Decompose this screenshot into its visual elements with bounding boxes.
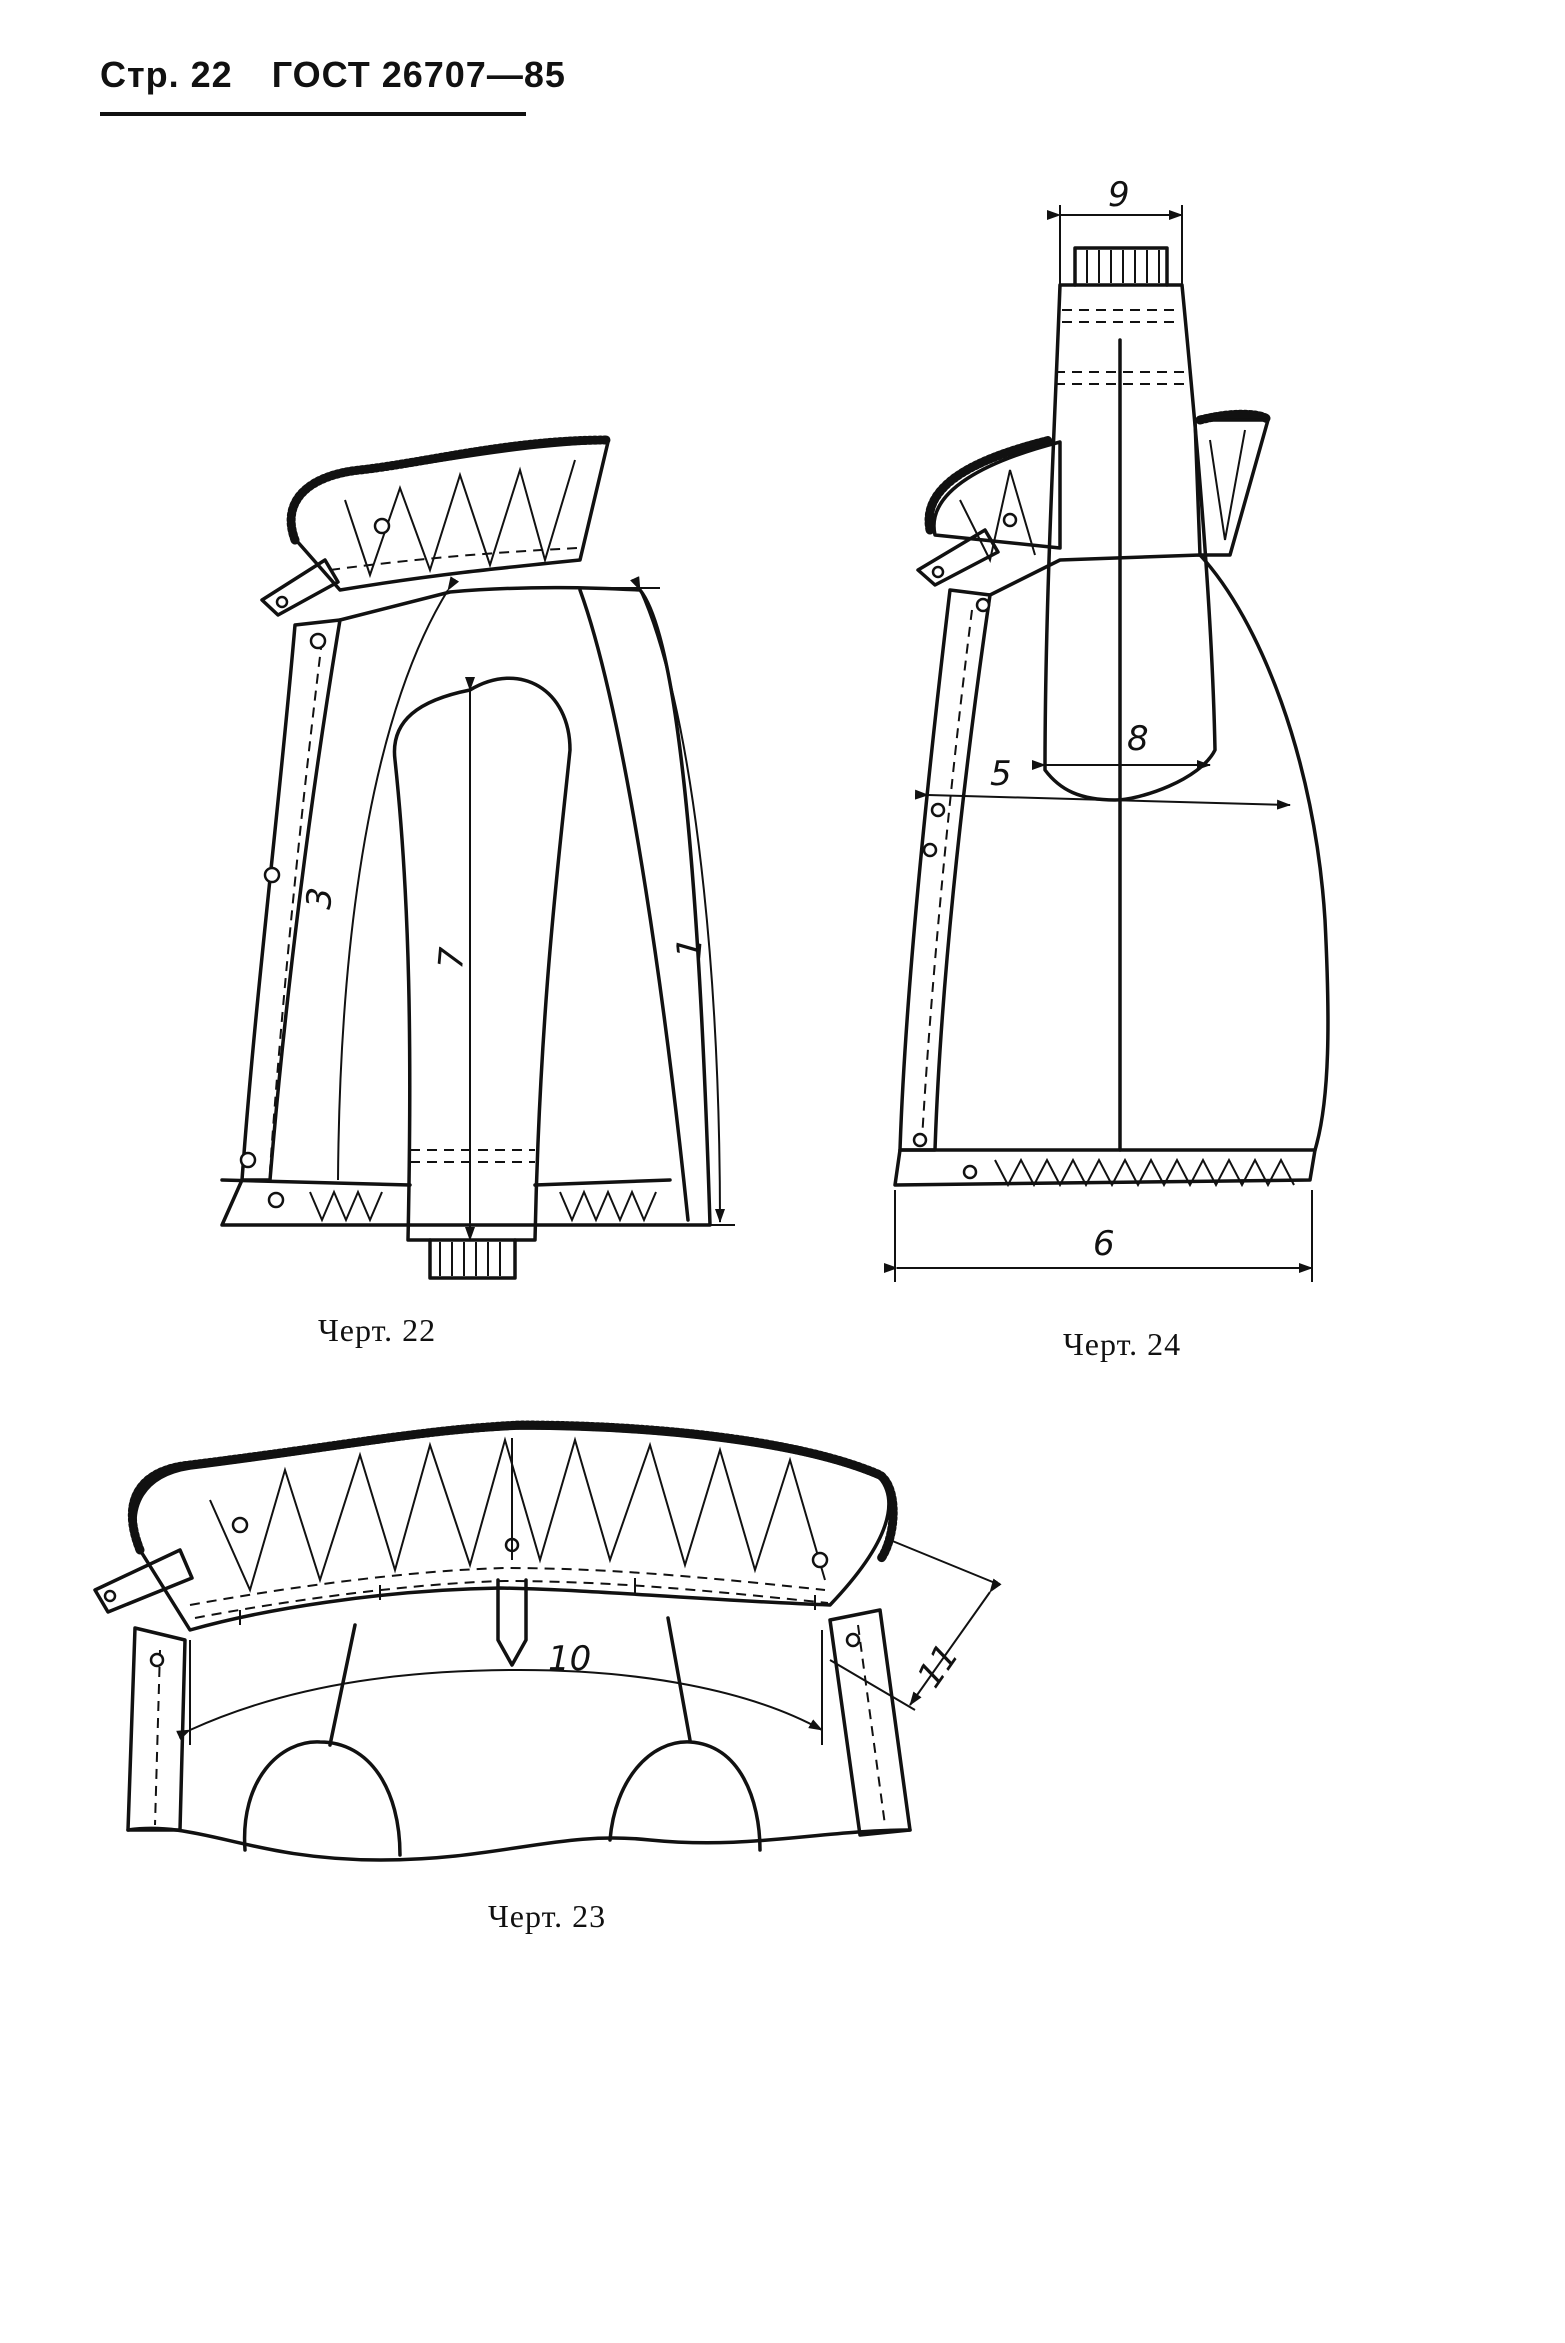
- tab-button: [931, 565, 945, 579]
- measure-extension-10: [189, 1630, 823, 1745]
- front-placket-right: [828, 1608, 912, 1837]
- placket-button-3: [239, 1151, 257, 1169]
- label-6: 6: [1093, 1224, 1115, 1264]
- standard-number: ГОСТ 26707—85: [271, 54, 566, 95]
- placket-stitch: [269, 639, 323, 1171]
- measure-line-5: [914, 789, 1291, 810]
- hem-band: [220, 1178, 672, 1187]
- collar-zigzag: [344, 459, 576, 579]
- header-rule: [100, 112, 526, 116]
- collar-outline: [290, 440, 610, 592]
- collar-zigzag: [959, 429, 1246, 563]
- hanger-loop: [496, 1578, 528, 1667]
- back-seam-right: [666, 1616, 692, 1742]
- sleeve-knit-cuff: [428, 1238, 517, 1280]
- collar-stitch-2: [194, 1579, 829, 1619]
- collar-fur-edge: [286, 435, 613, 545]
- tab-button: [103, 1589, 117, 1603]
- collar-stitch: [189, 1566, 826, 1606]
- page-number: Стр. 22: [100, 54, 233, 95]
- label-5: 5: [990, 754, 1012, 794]
- collar-tab: [916, 528, 1000, 587]
- knit-ribs: [1086, 250, 1160, 283]
- label-10: 10: [548, 1639, 591, 1679]
- hem-button: [962, 1164, 978, 1180]
- measure-line-1: [630, 576, 725, 1223]
- label-3: 3: [299, 886, 341, 911]
- placket-button-3: [922, 842, 938, 858]
- sleeve-knit-cuff: [1073, 246, 1169, 287]
- knit-ribs: [439, 1242, 501, 1276]
- hem-button: [267, 1191, 285, 1209]
- placket-button-4: [912, 1132, 928, 1148]
- drawing-fig-22: 3 7 1: [220, 435, 735, 1280]
- collar-outline: [932, 418, 1270, 557]
- measure-line-10: [176, 1668, 823, 1740]
- collar-tab: [93, 1548, 194, 1614]
- jacket-body-outline: [220, 585, 712, 1227]
- label-11: 11: [910, 1637, 968, 1695]
- label-7: 7: [431, 945, 473, 970]
- tab-button: [275, 595, 289, 609]
- measure-extension-9: [1059, 205, 1183, 285]
- jacket-body-outline: [893, 553, 1330, 1187]
- sleeve-outline: [392, 676, 572, 1242]
- front-placket: [898, 588, 992, 1152]
- collar-fur-edge: [127, 1420, 898, 1565]
- measure-line-11: [909, 1578, 1002, 1706]
- measure-extension-11: [829, 1539, 1001, 1711]
- collar-button-right: [811, 1551, 829, 1569]
- placket-button-left: [149, 1652, 165, 1668]
- caption-fig-24: Черт. 24: [1063, 1326, 1182, 1362]
- armhole-left: [242, 1740, 402, 1857]
- placket-button-2: [263, 866, 281, 884]
- collar-tab: [260, 558, 340, 617]
- placket-button-2: [930, 802, 946, 818]
- collar-button: [1002, 512, 1018, 528]
- label-1: 1: [669, 936, 711, 961]
- cut-edge: [126, 1826, 912, 1862]
- placket-stitch-left: [154, 1649, 161, 1826]
- placket-stitch-right: [857, 1624, 886, 1826]
- measure-line-3: [337, 576, 460, 1181]
- sleeve-cuff-stitch: [1055, 309, 1188, 385]
- collar-button-left: [231, 1516, 249, 1534]
- drawing-fig-24: 9 8 5 6: [884, 175, 1330, 1282]
- placket-button-1: [309, 632, 327, 650]
- caption-fig-23: Черт. 23: [488, 1898, 607, 1934]
- placket-button-1: [975, 597, 991, 613]
- placket-button-right: [845, 1632, 861, 1648]
- armhole-right: [608, 1740, 762, 1852]
- label-9: 9: [1108, 175, 1130, 215]
- measure-extension-1: [580, 587, 735, 1226]
- measure-extension-6: [894, 1190, 1313, 1282]
- drawing-fig-23: 10 11: [93, 1420, 1002, 1862]
- sleeve-cuff-stitch: [410, 1149, 535, 1163]
- collar-notches: [239, 1578, 816, 1625]
- placket-stitch: [921, 609, 973, 1141]
- collar-button: [373, 517, 391, 535]
- hem-zigzag: [309, 1189, 657, 1223]
- label-8: 8: [1127, 719, 1149, 759]
- caption-fig-22: Черт. 22: [318, 1312, 437, 1348]
- hem-zigzag: [994, 1157, 1295, 1188]
- collar-outline: [133, 1426, 891, 1632]
- page-header: Стр. 22 ГОСТ 26707—85: [100, 54, 566, 96]
- collar-zigzag: [209, 1436, 826, 1593]
